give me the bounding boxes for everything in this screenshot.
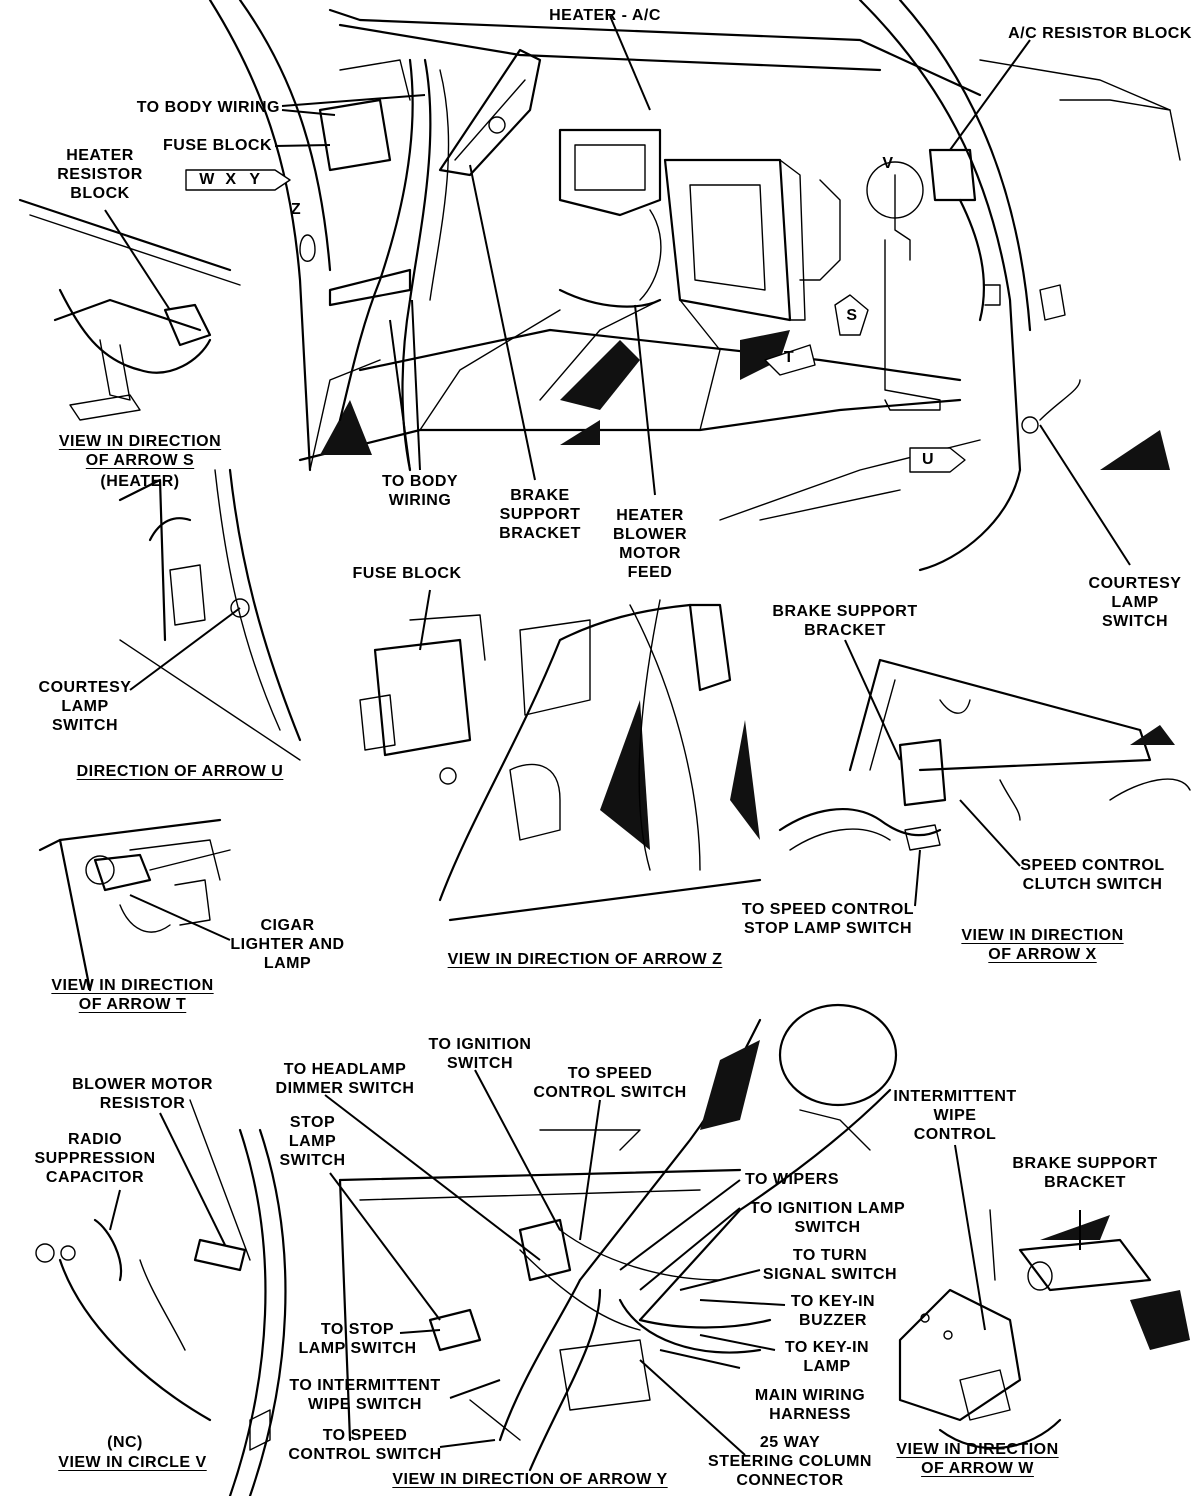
label-main-wiring-harness: MAIN WIRING HARNESS <box>754 1387 866 1423</box>
view-t-art <box>38 818 231 992</box>
marker-x: X <box>225 171 237 188</box>
view-v-art <box>35 1099 287 1496</box>
marker-t: T <box>783 349 795 366</box>
label-heater-resistor-block: HEATER RESISTOR BLOCK <box>57 147 143 202</box>
marker-w: W <box>199 171 215 188</box>
label-to-stop-lamp-switch: TO STOP LAMP SWITCH <box>298 1321 417 1357</box>
label-to-speed-control-switch-top: TO SPEED CONTROL SWITCH <box>533 1065 687 1101</box>
label-heater-blower-motor-feed: HEATER BLOWER MOTOR FEED <box>612 507 688 581</box>
label-to-ignition-lamp-switch: TO IGNITION LAMP SWITCH <box>749 1200 906 1236</box>
marker-s: S <box>846 307 858 324</box>
label-view-circle-v: VIEW IN CIRCLE V <box>58 1454 207 1471</box>
view-s-art <box>18 198 241 421</box>
label-to-speed-control-switch-bottom: TO SPEED CONTROL SWITCH <box>288 1427 442 1463</box>
label-stop-lamp-switch: STOP LAMP SWITCH <box>279 1114 346 1169</box>
label-heater-ac: HEATER - A/C <box>549 7 661 24</box>
label-intermittent-wipe-control: INTERMITTENT WIPE CONTROL <box>893 1088 1017 1143</box>
view-w-art <box>898 1209 1190 1450</box>
view-x-art <box>778 658 1191 851</box>
label-to-key-in-buzzer: TO KEY-IN BUZZER <box>790 1293 876 1329</box>
view-y-art <box>338 1003 898 1472</box>
label-speed-control-clutch-switch: SPEED CONTROL CLUTCH SWITCH <box>1020 857 1165 893</box>
label-view-arrow-s-sub: (HEATER) <box>100 473 180 490</box>
label-ac-resistor-block: A/C RESISTOR BLOCK <box>1008 25 1192 42</box>
label-25-way-connector: 25 WAY STEERING COLUMN CONNECTOR <box>708 1434 872 1489</box>
label-brake-support-bracket-x: BRAKE SUPPORT BRACKET <box>772 603 918 639</box>
label-fuse-block-top: FUSE BLOCK <box>163 137 272 154</box>
label-brake-support-bracket-top: BRAKE SUPPORT BRACKET <box>499 487 581 542</box>
arrow-markers <box>185 169 966 473</box>
label-cigar-lighter: CIGAR LIGHTER AND LAMP <box>230 917 345 972</box>
marker-v: V <box>882 155 894 172</box>
label-view-arrow-w: VIEW IN DIRECTION OF ARROW W <box>896 1441 1059 1477</box>
label-to-ignition-switch: TO IGNITION SWITCH <box>428 1036 532 1072</box>
label-to-body-wiring-top: TO BODY WIRING <box>136 99 280 116</box>
label-courtesy-lamp-switch-left: COURTESY LAMP SWITCH <box>38 679 132 734</box>
label-to-key-in-lamp: TO KEY-IN LAMP <box>784 1339 870 1375</box>
label-to-intermittent-wipe-switch: TO INTERMITTENT WIPE SWITCH <box>289 1377 441 1413</box>
marker-y: Y <box>249 171 261 188</box>
label-fuse-block-z: FUSE BLOCK <box>352 565 462 582</box>
marker-u: U <box>921 451 935 468</box>
leader-lines <box>104 15 1131 1456</box>
view-u-art <box>118 468 302 761</box>
label-to-body-wiring-mid: TO BODY WIRING <box>381 473 459 509</box>
label-view-arrow-y: VIEW IN DIRECTION OF ARROW Y <box>392 1471 668 1488</box>
label-view-arrow-z: VIEW IN DIRECTION OF ARROW Z <box>447 951 723 968</box>
label-courtesy-lamp-switch-right: COURTESY LAMP SWITCH <box>1088 575 1182 630</box>
label-nc: (NC) <box>107 1434 143 1451</box>
label-view-arrow-x: VIEW IN DIRECTION OF ARROW X <box>961 927 1124 963</box>
label-to-headlamp-dimmer-switch: TO HEADLAMP DIMMER SWITCH <box>275 1061 415 1097</box>
label-blower-motor-resistor: BLOWER MOTOR RESISTOR <box>72 1076 213 1112</box>
marker-z: Z <box>290 201 302 218</box>
main-dash-view <box>208 0 1181 572</box>
label-radio-suppression-capacitor: RADIO SUPPRESSION CAPACITOR <box>34 1131 156 1186</box>
label-to-speed-control-stop-lamp-switch: TO SPEED CONTROL STOP LAMP SWITCH <box>741 901 915 937</box>
label-view-arrow-s: VIEW IN DIRECTION OF ARROW S <box>58 433 222 469</box>
label-brake-support-bracket-w: BRAKE SUPPORT BRACKET <box>1012 1155 1158 1191</box>
label-view-arrow-t: VIEW IN DIRECTION OF ARROW T <box>51 977 214 1013</box>
view-z-art <box>359 599 762 922</box>
label-to-wipers: TO WIPERS <box>745 1171 839 1188</box>
label-to-turn-signal-switch: TO TURN SIGNAL SWITCH <box>762 1247 898 1283</box>
label-direction-arrow-u: DIRECTION OF ARROW U <box>76 763 284 780</box>
